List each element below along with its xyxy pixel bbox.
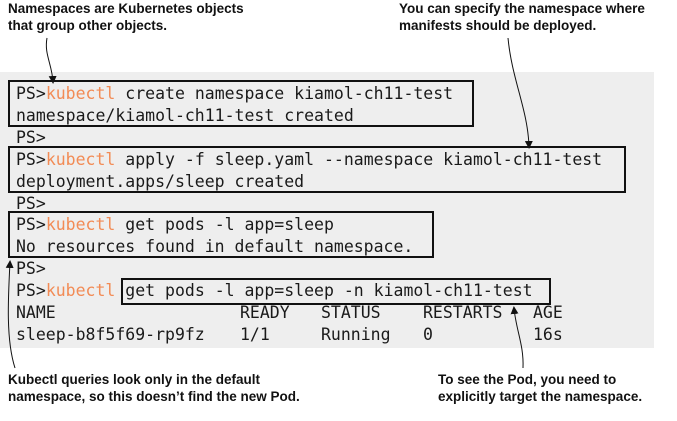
annotation-line: that group other objects. (8, 18, 168, 33)
table-row: sleep-b8f5f69-rp9fz 1/1 Running 0 16s (16, 325, 636, 345)
arrow-to-apply-box (507, 37, 533, 149)
annotation-target-namespace: To see the Pod, you need to explicitly t… (438, 371, 642, 405)
terminal-line: PS>kubectl get pods -l app=sleep -n kiam… (16, 281, 533, 301)
command-args: get pods -l app=sleep (115, 215, 334, 235)
arrow-to-create-box (45, 37, 57, 84)
command-args: get pods -l app=sleep -n kiamol-ch11-tes… (115, 281, 533, 301)
annotation-namespaces: Namespaces are Kubernetes objects that g… (8, 0, 244, 34)
column-header: READY (240, 303, 290, 322)
command-name: kubectl (45, 215, 116, 235)
terminal-window: PS>kubectl create namespace kiamol-ch11-… (0, 72, 654, 348)
command-name: kubectl (45, 84, 116, 103)
highlight-box-apply (8, 146, 626, 193)
annotation-line: manifests should be deployed. (399, 18, 597, 33)
annotation-line: namespace, so this doesn’t find the new … (8, 389, 300, 404)
command-name: kubectl (45, 281, 116, 301)
prompt: PS> (16, 127, 46, 147)
prompt: PS> (16, 84, 46, 103)
command-output: namespace/kiamol-ch11-test created (16, 105, 354, 125)
command-args: apply -f sleep.yaml --namespace kiamol-c… (115, 149, 603, 169)
annotation-line: You can specify the namespace where (399, 1, 645, 16)
arrow-to-default-result (5, 260, 16, 369)
highlight-box-get-default (8, 211, 434, 258)
highlight-box-create (8, 80, 474, 127)
table-cell: Running (321, 324, 391, 344)
column-header: STATUS (321, 303, 381, 322)
prompt: PS> (16, 193, 46, 213)
annotation-line: explicitly target the namespace. (438, 389, 643, 404)
table-cell: 1/1 (240, 324, 270, 344)
terminal-line: PS> (16, 259, 46, 279)
command-output: No resources found in default namespace. (16, 237, 414, 257)
prompt: PS> (16, 281, 46, 301)
prompt: PS> (16, 259, 46, 279)
command-name: kubectl (45, 149, 116, 169)
terminal-line: PS>kubectl apply -f sleep.yaml --namespa… (16, 150, 602, 170)
command-output: deployment.apps/sleep created (16, 171, 305, 191)
column-header: NAME (16, 303, 56, 322)
annotation-line: To see the Pod, you need to (438, 372, 617, 387)
annotation-specify-namespace: You can specify the namespace where mani… (399, 0, 645, 34)
terminal-line: PS> (16, 194, 46, 214)
terminal-line: namespace/kiamol-ch11-test created (16, 106, 354, 126)
column-header: RESTARTS (423, 303, 503, 322)
table-cell: 0 (423, 324, 433, 344)
table-cell: sleep-b8f5f69-rp9fz (16, 324, 205, 344)
command-args: create namespace kiamol-ch11-test (115, 84, 454, 103)
prompt: PS> (16, 149, 46, 169)
terminal-line: PS> (16, 128, 46, 148)
annotation-line: Kubectl queries look only in the default (8, 372, 261, 387)
table-header: NAME READY STATUS RESTARTS AGE (16, 303, 636, 323)
highlight-box-get-namespaced (121, 278, 551, 305)
terminal-line: PS>kubectl create namespace kiamol-ch11-… (16, 84, 453, 104)
table-cell: 16s (533, 324, 563, 344)
annotation-line: Namespaces are Kubernetes objects (8, 1, 244, 16)
terminal-line: deployment.apps/sleep created (16, 172, 304, 192)
terminal-line: No resources found in default namespace. (16, 237, 413, 257)
column-header: AGE (533, 303, 563, 322)
terminal-line: PS>kubectl get pods -l app=sleep (16, 215, 334, 235)
prompt: PS> (16, 215, 46, 235)
arrow-to-namespaced-cmd (510, 306, 524, 369)
annotation-default-namespace: Kubectl queries look only in the default… (8, 371, 300, 405)
